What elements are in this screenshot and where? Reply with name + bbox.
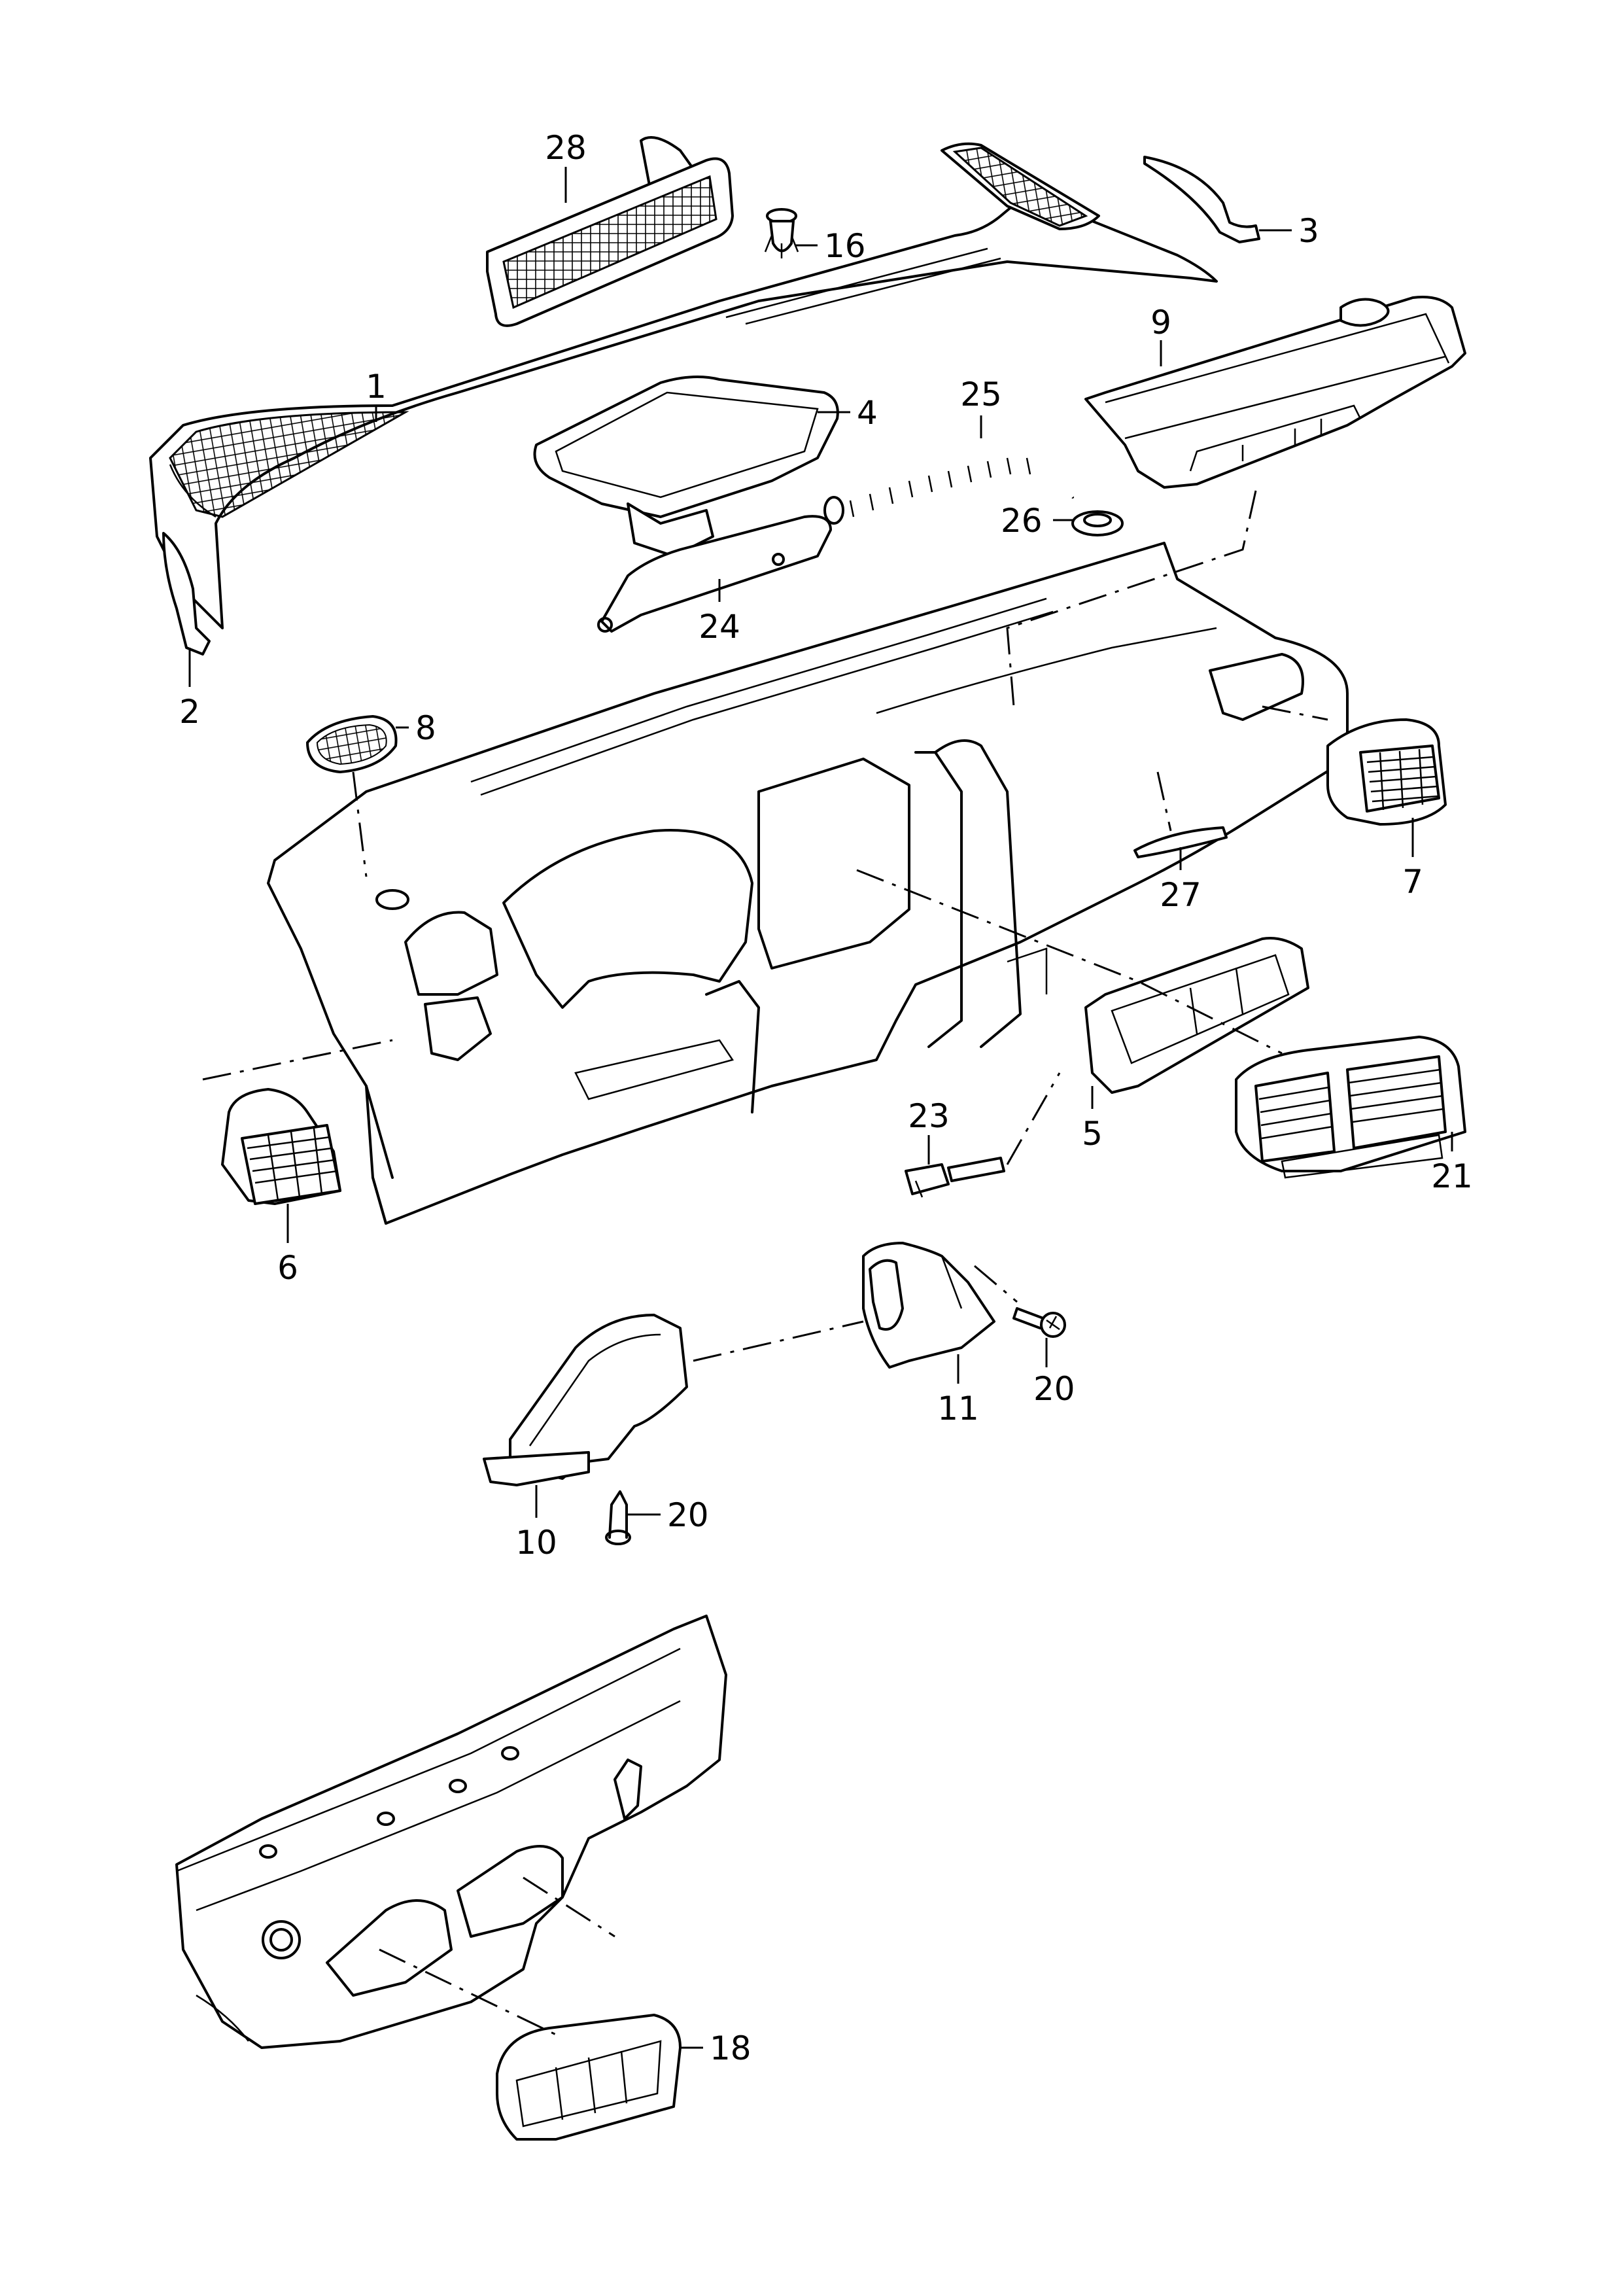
drain-hose-part: [823, 449, 1077, 525]
callout-2: 2: [179, 693, 200, 731]
callout-4: 4: [857, 394, 878, 432]
defroster-duct-part: [533, 376, 839, 557]
speaker-grille-part: [486, 136, 734, 327]
chain-line-airbag: [1006, 490, 1257, 707]
callout-11: 11: [937, 1390, 979, 1428]
chain-line-bulkhead-vent: [379, 1876, 615, 2036]
callout-3: 3: [1298, 212, 1319, 250]
center-vent-housing-part: [1084, 937, 1309, 1094]
chain-line-lens: [1156, 771, 1172, 832]
callout-21: 21: [1431, 1157, 1473, 1195]
callout-18: 18: [710, 2029, 752, 2067]
left-air-vent-part: [221, 1088, 341, 1205]
trim-end-piece-right-part: [1143, 156, 1260, 243]
callout-20-lower: 20: [667, 1496, 709, 1534]
callout-8: 8: [415, 709, 436, 747]
chain-line-footwell: [693, 1320, 864, 1362]
chain-line-left-vent: [202, 1039, 393, 1081]
right-air-vent-part: [1326, 718, 1447, 826]
chain-line-screw: [974, 1265, 1018, 1303]
callout-9: 9: [1150, 304, 1171, 342]
passenger-airbag-module-part: [1084, 296, 1466, 489]
chain-line-vent7: [1262, 705, 1328, 721]
expanding-rivet-part: [764, 208, 799, 258]
glovebox-light-lens-part: [1133, 826, 1228, 858]
center-air-vent-part: [1235, 1036, 1466, 1179]
chain-line-sensor: [1006, 1072, 1061, 1165]
callout-7: 7: [1402, 863, 1423, 901]
callout-1: 1: [366, 368, 387, 406]
callout-16: 16: [824, 227, 866, 265]
chain-line-center-vent: [856, 869, 1283, 1055]
bulkhead-vent-part: [496, 2014, 682, 2141]
callout-25: 25: [960, 376, 1002, 413]
temperature-sensor-part: [905, 1157, 1005, 1198]
self-tapping-screw-upper: [1012, 1307, 1066, 1338]
speaker-cover-grille-part: [306, 715, 398, 773]
leader-lines: [188, 167, 1453, 2049]
bulkhead-part: [175, 1615, 727, 2049]
callout-23: 23: [908, 1097, 950, 1135]
side-window-duct-part: [597, 515, 832, 633]
callout-28: 28: [545, 129, 587, 167]
callout-26: 26: [1001, 502, 1043, 540]
grommet-part: [1071, 510, 1124, 536]
callout-5: 5: [1082, 1115, 1103, 1153]
dashboard-part: [267, 542, 1349, 1225]
trim-end-piece-left-part: [162, 532, 211, 656]
callout-20-upper: 20: [1033, 1370, 1075, 1408]
chain-line-speaker: [352, 771, 368, 877]
callout-6: 6: [277, 1249, 298, 1287]
footwell-duct-right-part: [862, 1242, 995, 1369]
callout-10: 10: [515, 1524, 557, 1562]
footwell-duct-left-part: [483, 1314, 688, 1486]
upper-trim-panel-part: [149, 142, 1218, 629]
self-tapping-screw-lower: [605, 1490, 631, 1545]
callout-27: 27: [1160, 876, 1201, 914]
callout-24: 24: [699, 608, 740, 646]
